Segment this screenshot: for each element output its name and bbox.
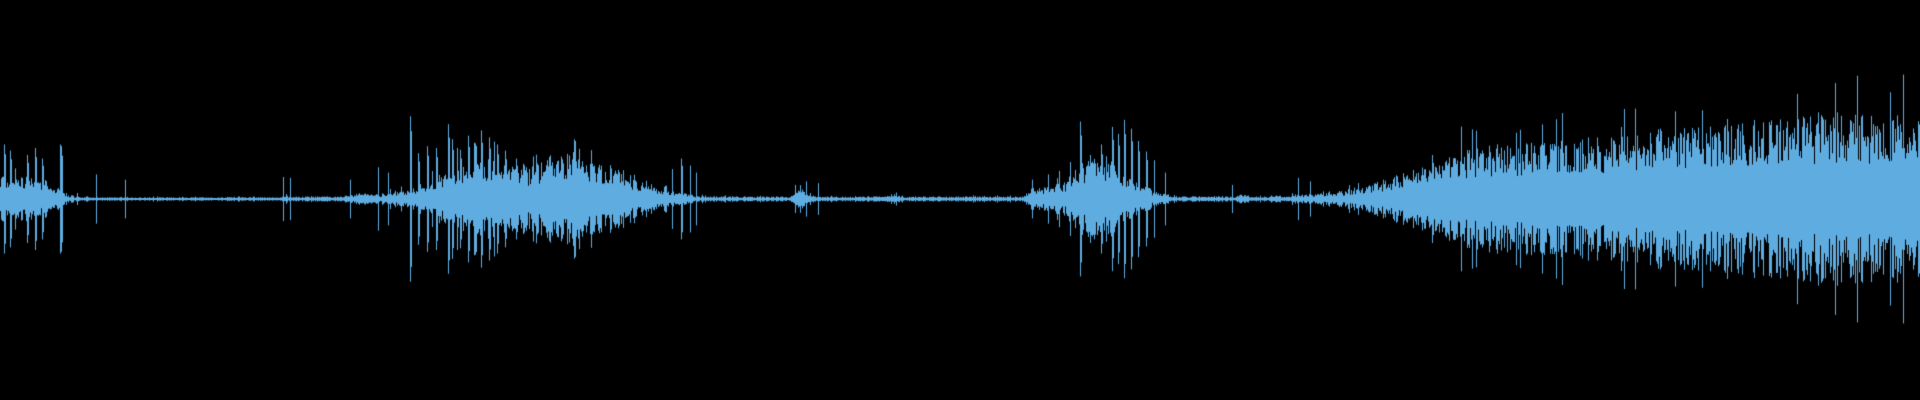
waveform-canvas[interactable] [0,0,1920,400]
audio-waveform-display[interactable] [0,0,1920,400]
